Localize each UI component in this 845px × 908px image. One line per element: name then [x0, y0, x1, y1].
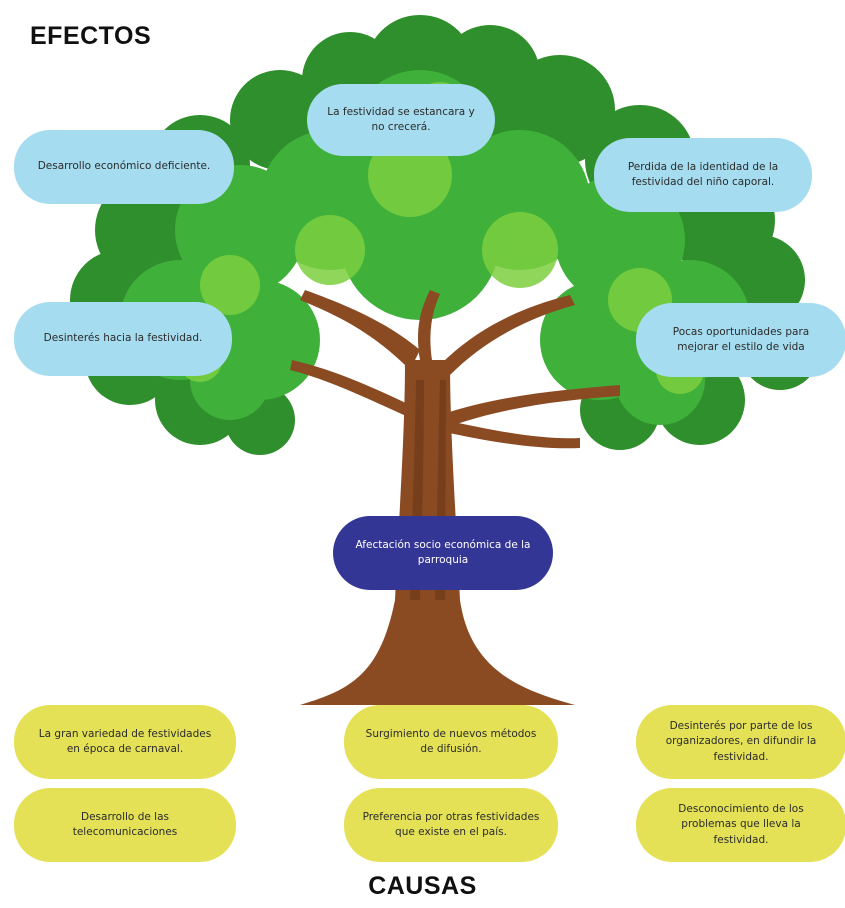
cause-other-festivities-preference: Preferencia por otras festividades que e…	[344, 788, 558, 862]
cause-organizers-disinterest: Desinterés por parte de los organizadore…	[636, 705, 845, 779]
cause-carnival-festivities: La gran variedad de festividades en époc…	[14, 705, 236, 779]
central-problem: Afectación socio económica de la parroqu…	[333, 516, 553, 590]
effect-few-opportunities: Pocas oportunidades para mejorar el esti…	[636, 303, 845, 377]
cause-telecommunications: Desarrollo de las telecomunicaciones	[14, 788, 236, 862]
cause-new-diffusion-methods: Surgimiento de nuevos métodos de difusió…	[344, 705, 558, 779]
effects-heading: EFECTOS	[30, 22, 152, 50]
cause-unawareness-problems: Desconocimiento de los problemas que lle…	[636, 788, 845, 862]
effect-disinterest: Desinterés hacia la festividad.	[14, 302, 232, 376]
effect-identity-loss: Perdida de la identidad de la festividad…	[594, 138, 812, 212]
effect-economic-development: Desarrollo económico deficiente.	[14, 130, 234, 204]
effect-stagnation: La festividad se estancara y no crecerá.	[307, 84, 495, 156]
causes-heading: CAUSAS	[368, 872, 477, 900]
